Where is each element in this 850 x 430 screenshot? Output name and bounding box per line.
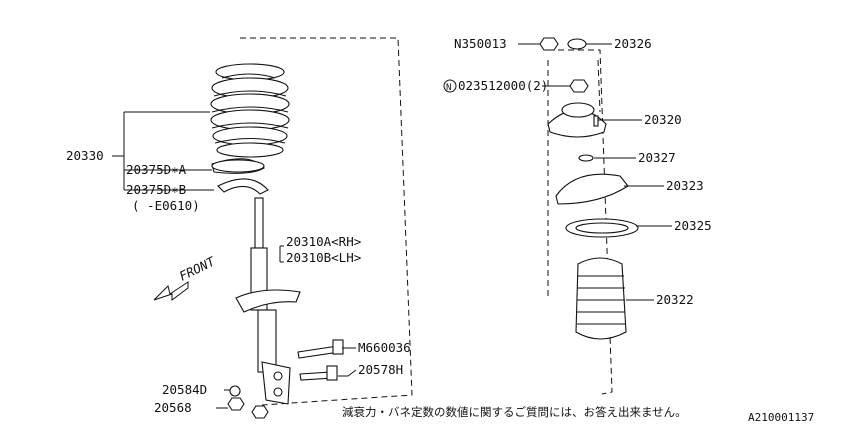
seat-b: [217, 178, 269, 195]
label-20320: 20320: [644, 112, 682, 127]
footnote: 減衰力・バネ定数の数値に関するご質問には、お答え出来ません。: [342, 405, 687, 419]
label-front: FRONT: [177, 253, 219, 284]
nut-lower-b: [251, 405, 269, 419]
label-n350013: N350013: [454, 36, 507, 51]
spring-seat-upper: [555, 173, 629, 205]
leader-lines: [112, 43, 672, 409]
front-arrow-icon: [153, 281, 189, 301]
label-20375d-b: 20375D∗B: [126, 182, 186, 197]
nut-lower-a: [227, 397, 245, 411]
nut-top: [539, 37, 559, 51]
label-20310a: 20310A<RH>: [286, 234, 361, 249]
label-m660036: M660036: [358, 340, 411, 355]
label-circle-mark: [443, 79, 457, 93]
label-20578h: 20578H: [358, 362, 403, 377]
seat-a: [211, 158, 265, 174]
coil-spring: [210, 63, 290, 158]
washer: [229, 385, 241, 397]
strut: [235, 197, 301, 405]
label-023512000: 023512000(2): [458, 78, 548, 93]
nut-mount: [569, 79, 589, 93]
boot: [575, 257, 627, 340]
bolt-lower: [299, 365, 338, 381]
spacer: [578, 154, 594, 162]
label-20323: 20323: [666, 178, 704, 193]
label-20310b: 20310B<LH>: [286, 250, 361, 265]
mount: [547, 102, 607, 138]
cap: [567, 38, 587, 50]
label-20326: 20326: [614, 36, 652, 51]
label-20327: 20327: [638, 150, 676, 165]
label-circle-letter: N: [446, 83, 451, 93]
label-20322: 20322: [656, 292, 694, 307]
diagram-id: A210001137: [748, 411, 814, 424]
label-20375d-a: 20375D∗A: [126, 162, 187, 177]
mount-stud-guide: [547, 59, 601, 300]
rubber-seat: [565, 218, 639, 238]
label-20584d: 20584D: [162, 382, 207, 397]
label-20375d-b-range: ( -E0610): [132, 198, 200, 213]
label-20325: 20325: [674, 218, 712, 233]
label-20568: 20568: [154, 400, 192, 415]
assembly-guide-left: [240, 37, 413, 406]
label-20330: 20330: [66, 148, 104, 163]
bolt-upper: [297, 339, 344, 359]
